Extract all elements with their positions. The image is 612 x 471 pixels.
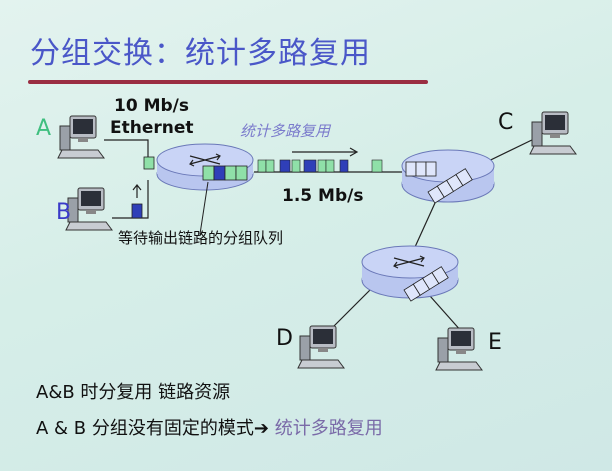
bottom-line-2-highlight: 统计多路复用 [274, 418, 383, 439]
arrow-right-icon: ➔ [253, 418, 269, 439]
packet-b [131, 203, 143, 219]
router3-queue-diagonal [403, 266, 449, 302]
router2-queue-diagonal [427, 168, 473, 204]
bottom-line-1: A&B 时分复用 链路资源 [36, 382, 231, 403]
computer-icon-a [57, 115, 105, 159]
computer-icon-c [529, 111, 577, 155]
host-label-a: A [36, 116, 52, 141]
bottom-line-2-prefix: A & B 分组没有固定的模式 [36, 418, 254, 439]
arrow-right-icon [292, 147, 359, 157]
link-router3-d [329, 289, 371, 331]
queue-caption: 等待输出链路的分组队列 [118, 229, 284, 247]
title-underline [28, 80, 428, 84]
host-label-c: C [498, 110, 514, 135]
input-link-rate: 10 Mb/s [114, 96, 189, 116]
input-link-type: Ethernet [110, 118, 194, 138]
bottom-line-2: A & B 分组没有固定的模式➔ 统计多路复用 [36, 414, 383, 440]
link-b-router1 [112, 180, 149, 219]
computer-icon-e [435, 327, 483, 371]
host-label-d: D [276, 326, 293, 351]
page-title: 分组交换：统计多路复用 [30, 36, 371, 71]
router2-queue-left [405, 161, 437, 177]
output-link-rate: 1.5 Mb/s [282, 186, 364, 206]
host-label-e: E [488, 330, 502, 355]
computer-icon-b [65, 187, 113, 231]
queue-pointer [199, 181, 209, 235]
stat-mux-label: 统计多路复用 [240, 122, 331, 140]
link-a-router1 [104, 139, 149, 162]
arrow-up-icon [132, 184, 142, 198]
packet-stream [257, 159, 383, 173]
link-router3-e [429, 295, 463, 333]
computer-icon-d [297, 325, 345, 369]
output-queue [202, 165, 248, 181]
host-label-b: B [56, 200, 72, 225]
packet-a [143, 156, 155, 170]
